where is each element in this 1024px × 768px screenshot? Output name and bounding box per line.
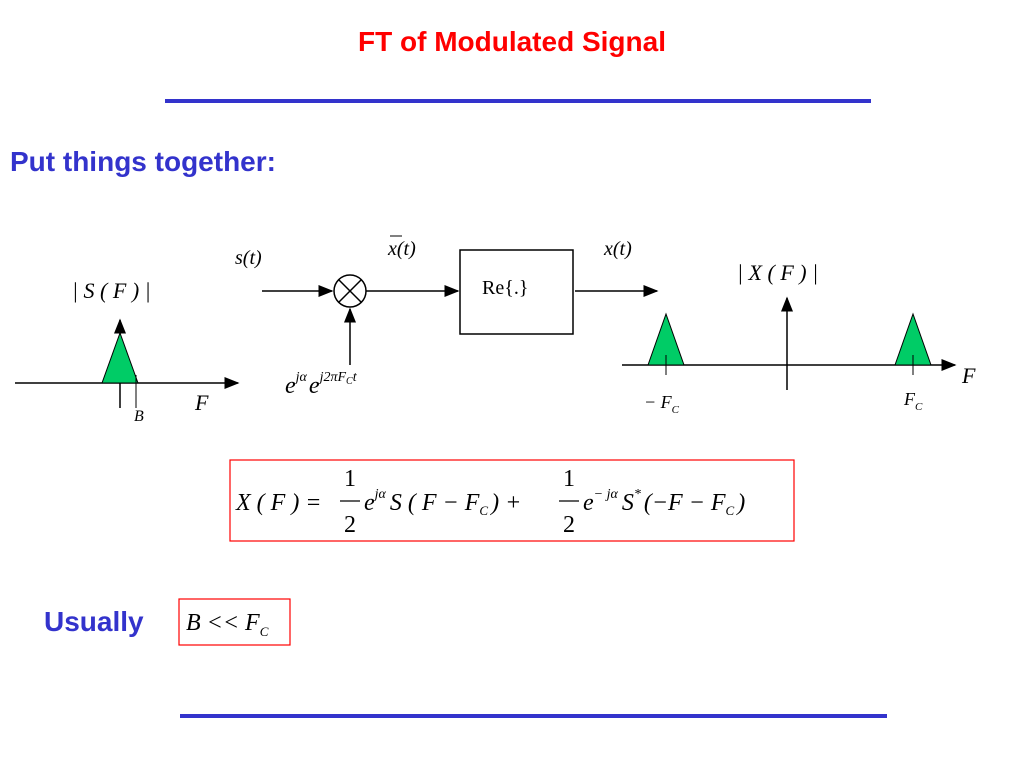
condition-border [178, 598, 291, 646]
carrier-expression: ejαej2πFCt [285, 370, 358, 399]
bandpass-freq-label: F [961, 363, 976, 388]
real-part-label: Re{.} [482, 277, 528, 299]
bandpass-spectrum: | X ( F ) | F − FC FC [622, 260, 976, 416]
equation-border [229, 459, 795, 542]
fraction-1-den: 2 [344, 512, 356, 538]
mixer-path: s(t) x(t) Re{.} x(t) ejαej2πFCt [235, 235, 659, 399]
section-heading: Put things together: [10, 146, 276, 177]
bottom-divider [180, 714, 887, 718]
output-signal-label: x(t) [603, 238, 632, 260]
baseband-spectrum-shape [101, 331, 139, 384]
baseband-freq-label: F [194, 390, 209, 415]
usually-label: Usually [44, 606, 144, 637]
fraction-2-num: 1 [563, 466, 575, 492]
fraction-2-den: 2 [563, 512, 575, 538]
top-divider [165, 99, 871, 103]
fraction-1-num: 1 [344, 466, 356, 492]
condition-text: B << FC [186, 610, 269, 639]
baseband-spectrum: | S ( F ) | B F [15, 278, 240, 425]
real-part-block [459, 249, 574, 335]
baseband-magnitude-label: | S ( F ) | [72, 278, 151, 303]
slide-title: FT of Modulated Signal [358, 26, 666, 57]
bandpass-magnitude-label: | X ( F ) | [737, 260, 818, 285]
complex-signal-label: x(t) [387, 238, 416, 260]
pos-carrier-label: FC [903, 389, 923, 413]
bandwidth-label: B [134, 408, 144, 425]
condition-box: B << FC [178, 598, 291, 646]
input-signal-label: s(t) [235, 247, 262, 269]
multiplier-icon [333, 274, 367, 308]
neg-carrier-label: − FC [644, 392, 680, 416]
equation-lhs: X ( F ) = [235, 490, 322, 516]
